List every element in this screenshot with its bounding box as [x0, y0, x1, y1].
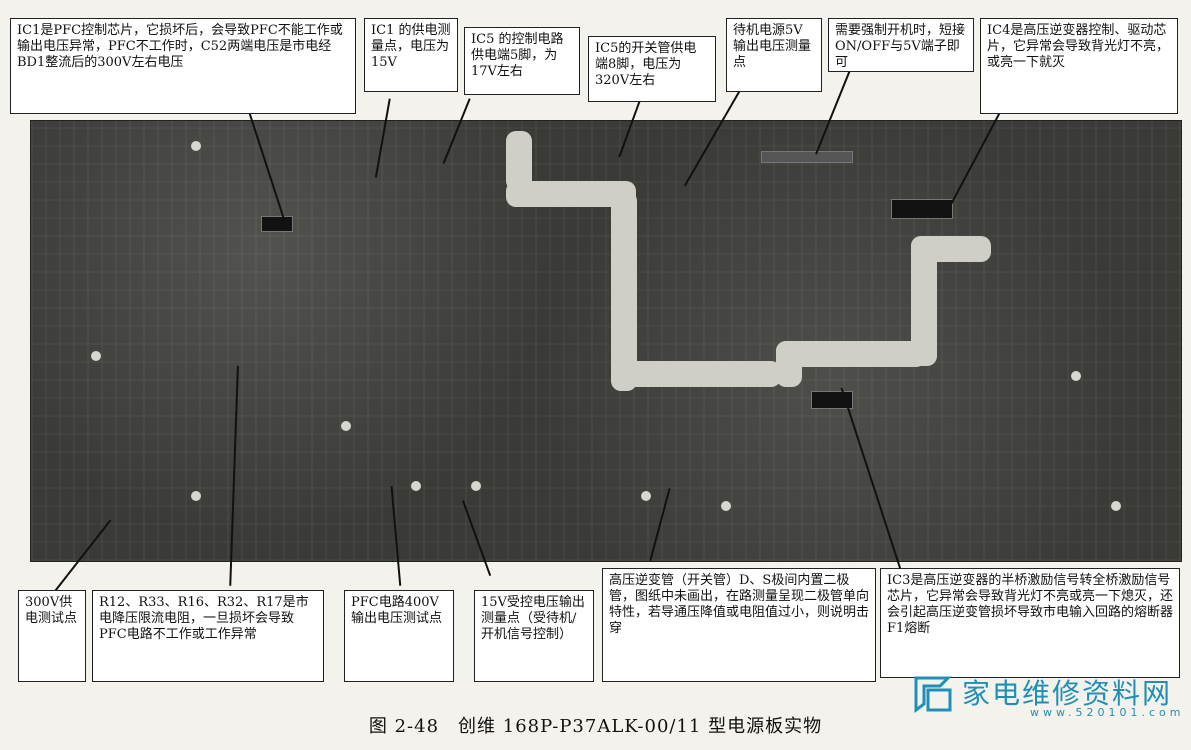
connector-header — [761, 151, 853, 163]
callout-pfc400: PFC电路400V输出电压测试点 — [344, 590, 454, 682]
solder-pad — [1111, 501, 1121, 511]
callout-standby-5v: 待机电源5V输出电压测量点 — [726, 18, 822, 92]
pcb-trace — [911, 236, 991, 262]
logo-url: www.520101.com — [1030, 706, 1185, 719]
solder-pad — [341, 421, 351, 431]
pcb-trace — [776, 341, 926, 367]
solder-pad — [641, 491, 651, 501]
callout-resistors: R12、R33、R16、R32、R17是市电降压限流电阻，一旦损坏会导致PFC电… — [92, 590, 324, 682]
callout-ic1-supply: IC1 的供电测量点，电压为15V — [364, 18, 458, 92]
solder-pad — [191, 491, 201, 501]
figure-caption: 图 2-48 创维 168P-P37ALK-00/11 型电源板实物 — [368, 716, 823, 737]
callout-force-on: 需要强制开机时，短接ON/OFF与5V端子即可 — [828, 18, 974, 72]
solder-pad — [191, 141, 201, 151]
pcb-trace — [611, 361, 781, 387]
solder-pad — [471, 481, 481, 491]
solder-pad — [91, 351, 101, 361]
chip-ic1 — [261, 216, 293, 232]
callout-ic1-pfc: IC1是PFC控制芯片，它损坏后，会导致PFC不能工作或输出电压异常，PFC不工… — [10, 18, 356, 114]
solder-pad — [411, 481, 421, 491]
callout-ic3: IC3是高压逆变器的半桥激励信号转全桥激励信号芯片，它异常会导致背光灯不亮或亮一… — [880, 568, 1180, 678]
callout-300v: 300V供电测试点 — [18, 590, 86, 682]
callout-ic5-pin5: IC5 的控制电路供电端5脚，为17V左右 — [464, 27, 580, 95]
logo-icon — [914, 676, 952, 713]
callout-15v: 15V受控电压输出测量点（受待机/开机信号控制） — [474, 590, 594, 682]
chip-ic4 — [891, 199, 953, 219]
callout-hv-transistor: 高压逆变管（开关管）D、S极间内置二极管，图纸中未画出，在路测量呈现二极管单向特… — [602, 568, 876, 682]
solder-pad — [1071, 371, 1081, 381]
solder-pad — [721, 501, 731, 511]
pcb-trace — [611, 191, 637, 391]
callout-ic5-pin8: IC5的开关管供电端8脚，电压为320V左右 — [588, 36, 716, 102]
watermark-logo: 家电维修资料网 www.520101.com — [910, 670, 1180, 720]
pcb-photo — [30, 120, 1182, 562]
logo-text: 家电维修资料网 — [962, 677, 1173, 710]
callout-ic4: IC4是高压逆变器控制、驱动芯片，它异常会导致背光灯不亮，或亮一下就灭 — [980, 18, 1178, 114]
